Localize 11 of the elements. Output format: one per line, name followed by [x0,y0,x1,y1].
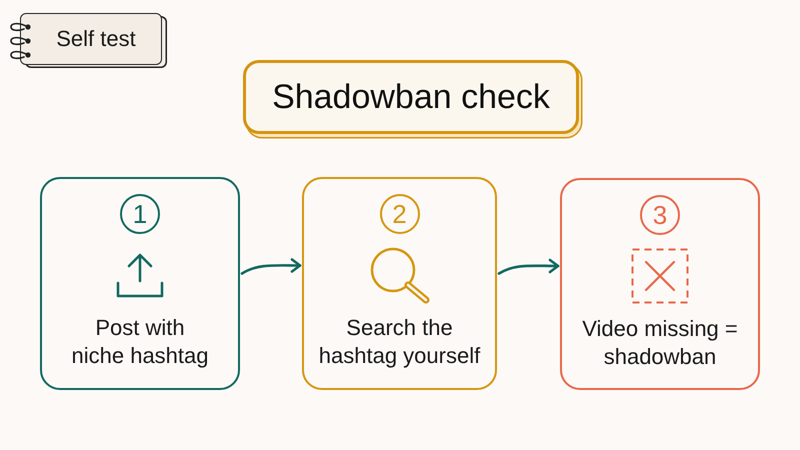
step-text: Post with niche hashtag [70,314,210,370]
step-number: 1 [120,194,160,234]
step-text: Video missing = shadowban [581,315,739,371]
step-card [40,177,240,390]
arrow [498,258,560,275]
step-card [560,178,760,390]
step-text: Search the hashtag yourself [318,314,482,370]
step-number: 2 [380,194,420,234]
step-number: 3 [640,195,680,235]
step-card [302,177,497,390]
arrow [240,258,302,275]
